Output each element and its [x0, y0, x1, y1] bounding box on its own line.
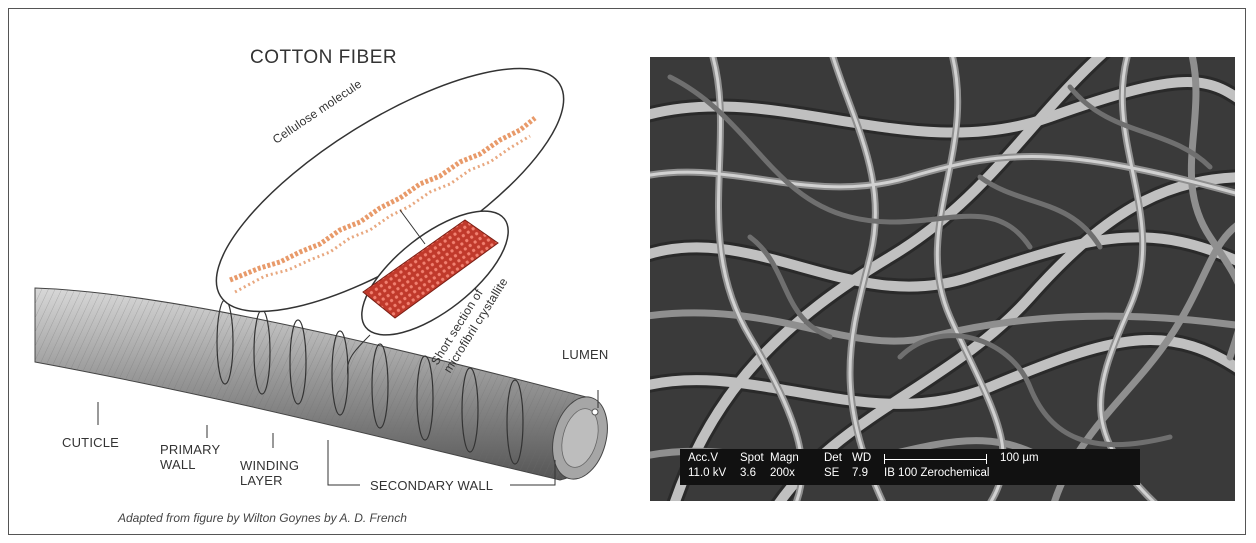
label-primary-wall-line1: PRIMARY — [160, 442, 220, 457]
sem-micrograph: Acc.V Spot Magn Det WD 100 µm 11.0 kV 3.… — [650, 57, 1235, 501]
sem-spot-value: 3.6 — [740, 467, 756, 479]
sem-magn-value: 200x — [770, 467, 795, 479]
label-primary-wall: PRIMARY WALL — [160, 442, 220, 472]
label-cuticle: CUTICLE — [62, 435, 119, 450]
sem-det-value: SE — [824, 467, 839, 479]
lumen-hole — [592, 409, 598, 415]
sem-sample-label: IB 100 Zerochemical — [884, 467, 989, 479]
sem-magn-header: Magn — [770, 452, 799, 464]
sem-fibers — [650, 57, 1235, 501]
sem-scale-label: 100 µm — [1000, 452, 1039, 464]
cotton-fiber-diagram: COTTON FIBER Cellulose molecule Short se… — [30, 30, 630, 520]
sem-scale-bar-right-tick — [986, 454, 987, 464]
sem-accv-value: 11.0 kV — [688, 467, 726, 479]
sem-header-row: Acc.V Spot Magn Det WD 100 µm — [688, 452, 1132, 467]
sem-accv-header: Acc.V — [688, 452, 718, 464]
label-secondary-wall: SECONDARY WALL — [370, 478, 493, 493]
sem-spot-header: Spot — [740, 452, 764, 464]
sem-wd-header: WD — [852, 452, 871, 464]
sem-det-header: Det — [824, 452, 842, 464]
label-lumen: LUMEN — [562, 347, 609, 362]
diagram-title: COTTON FIBER — [250, 47, 397, 69]
sem-scale-bar-left-tick — [884, 454, 885, 464]
sem-info-bar: Acc.V Spot Magn Det WD 100 µm 11.0 kV 3.… — [680, 449, 1140, 485]
sem-value-row: 11.0 kV 3.6 200x SE 7.9 IB 100 Zerochemi… — [688, 467, 1132, 482]
label-winding-layer-line2: LAYER — [240, 473, 299, 488]
figure-caption: Adapted from figure by Wilton Goynes by … — [118, 511, 407, 525]
label-winding-layer-line1: WINDING — [240, 458, 299, 473]
sem-wd-value: 7.9 — [852, 467, 868, 479]
label-primary-wall-line2: WALL — [160, 457, 220, 472]
sem-scale-bar — [884, 459, 986, 460]
label-winding-layer: WINDING LAYER — [240, 458, 299, 488]
